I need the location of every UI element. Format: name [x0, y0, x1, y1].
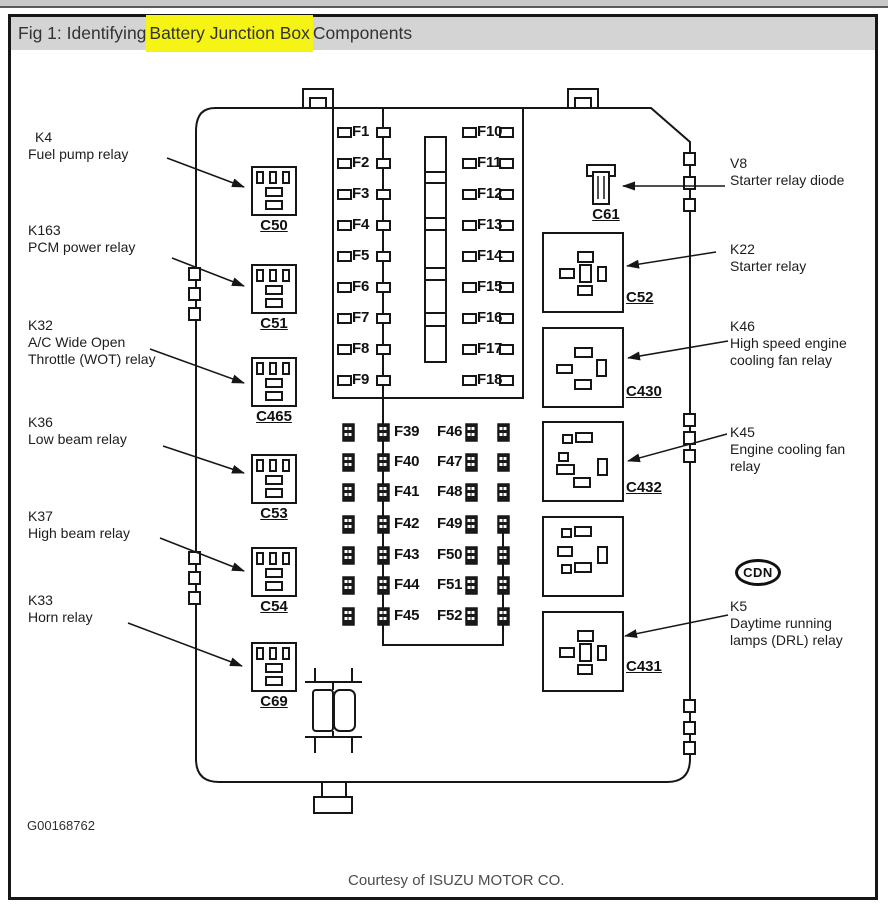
fuse-label: F17 — [477, 340, 503, 357]
mini-fuse-label: F42 — [394, 515, 420, 532]
connector-label: C465 — [256, 408, 292, 425]
mini-fuse-label: F43 — [394, 546, 420, 563]
connector-label: C431 — [626, 658, 662, 675]
connector-label: C430 — [626, 383, 662, 400]
title-prefix: Fig 1: Identifying — [18, 23, 147, 43]
mini-fuse-label: F50 — [437, 546, 463, 563]
cdn-badge: CDN — [735, 559, 781, 586]
fuse-label: F10 — [477, 123, 503, 140]
callout-code: K33 — [28, 592, 53, 608]
fuse-label: F6 — [352, 278, 370, 295]
callout-code: V8 — [730, 155, 748, 171]
mini-fuse-label: F49 — [437, 515, 463, 532]
callout-code: K32 — [28, 317, 53, 333]
fuse-label: F13 — [477, 216, 503, 233]
figure-number: G00168762 — [27, 818, 95, 833]
fuse-label: F16 — [477, 309, 503, 326]
title-highlight: Battery Junction Box — [146, 15, 313, 52]
fuse-label: F14 — [477, 247, 503, 264]
fuse-label: F15 — [477, 278, 503, 295]
window-top-strip — [0, 0, 888, 8]
callout-desc: PCM power relay — [28, 239, 136, 255]
callout-desc: Starter relay diode — [730, 172, 845, 188]
connector-label: C53 — [260, 505, 288, 522]
callout-desc: cooling fan relay — [730, 352, 832, 368]
callout-code: K36 — [28, 414, 53, 430]
mini-fuse-label: F47 — [437, 453, 463, 470]
connector-label: C432 — [626, 479, 662, 496]
figure-title-bar: Fig 1: Identifying Battery Junction Box … — [11, 15, 875, 52]
connector-label: C54 — [260, 598, 288, 615]
callout-desc: relay — [730, 458, 761, 474]
mini-fuse-label: F46 — [437, 423, 463, 440]
callout-desc: Horn relay — [28, 609, 93, 625]
mini-fuse-label: F39 — [394, 423, 420, 440]
callout-code: K45 — [730, 424, 755, 440]
courtesy-note: Courtesy of ISUZU MOTOR CO. — [348, 872, 565, 889]
connector-label: C52 — [626, 289, 654, 306]
fuse-label: F8 — [352, 340, 370, 357]
callout-desc: A/C Wide Open — [28, 334, 126, 350]
callout-code: K163 — [28, 222, 61, 238]
mini-fuse-label: F41 — [394, 483, 420, 500]
callout-code: K46 — [730, 318, 755, 334]
connector-label: C69 — [260, 693, 288, 710]
callout-desc: High speed engine — [730, 335, 847, 351]
callout-desc: Low beam relay — [28, 431, 127, 447]
mini-fuse-label: F52 — [437, 607, 463, 624]
fuse-label: F2 — [352, 154, 370, 171]
mini-fuse-label: F44 — [394, 576, 420, 593]
mini-fuse-label: F51 — [437, 576, 463, 593]
fuse-label: F12 — [477, 185, 503, 202]
fuse-label: F5 — [352, 247, 370, 264]
callout-code: K5 — [730, 598, 748, 614]
fuse-label: F1 — [352, 123, 370, 140]
connector-label: C61 — [592, 206, 620, 223]
mini-fuse-label: F45 — [394, 607, 420, 624]
fuse-label: F3 — [352, 185, 370, 202]
callout-code: K22 — [730, 241, 755, 257]
callout-desc: Daytime running — [730, 615, 832, 631]
callout-desc: Throttle (WOT) relay — [28, 351, 156, 367]
callout-code: K4 — [35, 129, 53, 145]
fuse-label: F11 — [477, 154, 502, 171]
fuse-label: F7 — [352, 309, 370, 326]
callout-desc: Engine cooling fan — [730, 441, 846, 457]
callout-desc: Fuel pump relay — [28, 146, 129, 162]
mini-fuse-label: F48 — [437, 483, 463, 500]
callout-desc: Starter relay — [730, 258, 807, 274]
fuse-label: F4 — [352, 216, 370, 233]
callout-code: K37 — [28, 508, 53, 524]
title-suffix: Components — [312, 23, 413, 43]
connector-label: C50 — [260, 217, 288, 234]
callout-desc: High beam relay — [28, 525, 130, 541]
mini-fuse-label: F40 — [394, 453, 420, 470]
callout-desc: lamps (DRL) relay — [730, 632, 843, 648]
fuse-label: F9 — [352, 371, 370, 388]
fuse-label: F18 — [477, 371, 503, 388]
connector-label: C51 — [260, 315, 288, 332]
